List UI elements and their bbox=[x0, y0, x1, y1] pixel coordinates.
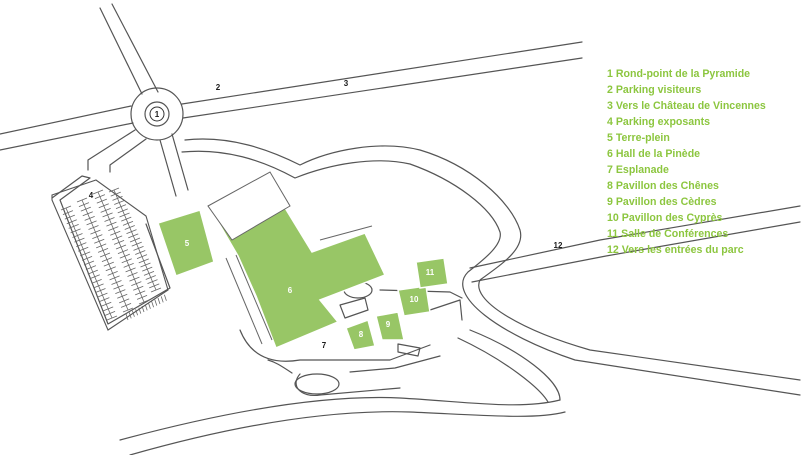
marker-10: 10 bbox=[410, 295, 419, 304]
legend-number: 4 bbox=[607, 116, 613, 128]
hall-annex-blocks bbox=[207, 171, 373, 345]
legend-number: 8 bbox=[607, 180, 613, 192]
area-10-pavillon bbox=[397, 285, 431, 317]
legend-label: Pavillon des Cyprès bbox=[621, 212, 723, 224]
legend-item: 12 Vers les entrées du parc bbox=[607, 242, 803, 258]
legend-number: 5 bbox=[607, 132, 613, 144]
legend-label: Rond-point de la Pyramide bbox=[615, 68, 751, 80]
legend-item: 1 Rond-point de la Pyramide bbox=[607, 66, 803, 82]
legend-label: Terre-plein bbox=[615, 132, 670, 144]
legend-number: 9 bbox=[607, 196, 613, 208]
legend-number: 1 bbox=[607, 68, 613, 80]
legend-item: 8 Pavillon des Chênes bbox=[607, 178, 803, 194]
legend-label: Parking visiteurs bbox=[615, 84, 702, 96]
legend-label: Esplanade bbox=[615, 164, 669, 176]
legend-item: 6 Hall de la Pinède bbox=[607, 146, 803, 162]
legend-item: 11 Salle de Conférences bbox=[607, 226, 803, 242]
marker-11: 11 bbox=[426, 268, 435, 277]
road-network bbox=[0, 3, 801, 455]
map-markers: 1 2 3 4 5 6 7 8 9 10 11 12 bbox=[89, 79, 563, 350]
legend-item: 3 Vers le Château de Vincennes bbox=[607, 98, 803, 114]
legend-number: 3 bbox=[607, 100, 613, 112]
marker-6: 6 bbox=[288, 286, 293, 295]
marker-4: 4 bbox=[89, 191, 94, 200]
area-11-salle bbox=[415, 257, 449, 289]
legend-label: Parking exposants bbox=[615, 116, 711, 128]
legend-item: 5 Terre-plein bbox=[607, 130, 803, 146]
marker-7: 7 bbox=[322, 341, 327, 350]
marker-1-circle bbox=[149, 106, 165, 122]
legend-number: 11 bbox=[607, 228, 619, 240]
legend-label: Pavillon des Cèdres bbox=[615, 196, 717, 208]
legend-number: 10 bbox=[607, 212, 619, 224]
marker-8: 8 bbox=[359, 330, 364, 339]
legend-item: 9 Pavillon des Cèdres bbox=[607, 194, 803, 210]
marker-2: 2 bbox=[216, 83, 221, 92]
legend-label: Pavillon des Chênes bbox=[615, 180, 719, 192]
marker-9: 9 bbox=[386, 320, 391, 329]
legend-number: 6 bbox=[607, 148, 613, 160]
legend-label: Hall de la Pinède bbox=[615, 148, 701, 160]
legend-label: Vers les entrées du parc bbox=[621, 244, 744, 256]
area-8-pavillon bbox=[345, 319, 376, 351]
legend-label: Salle de Conférences bbox=[621, 228, 729, 240]
area-9-pavillon bbox=[375, 311, 405, 341]
legend-label: Vers le Château de Vincennes bbox=[615, 100, 766, 112]
marker-5: 5 bbox=[185, 239, 190, 248]
legend-item: 2 Parking visiteurs bbox=[607, 82, 803, 98]
marker-1: 1 bbox=[155, 110, 160, 119]
marker-12: 12 bbox=[554, 241, 563, 250]
legend-number: 12 bbox=[607, 244, 619, 256]
area-5-terre-plein bbox=[157, 209, 215, 277]
legend-item: 4 Parking exposants bbox=[607, 114, 803, 130]
legend-item: 10 Pavillon des Cyprès bbox=[607, 210, 803, 226]
parking-exposants bbox=[51, 175, 171, 331]
marker-3: 3 bbox=[344, 79, 349, 88]
legend-item: 7 Esplanade bbox=[607, 162, 803, 178]
legend-number: 2 bbox=[607, 84, 613, 96]
legend-number: 7 bbox=[607, 164, 613, 176]
